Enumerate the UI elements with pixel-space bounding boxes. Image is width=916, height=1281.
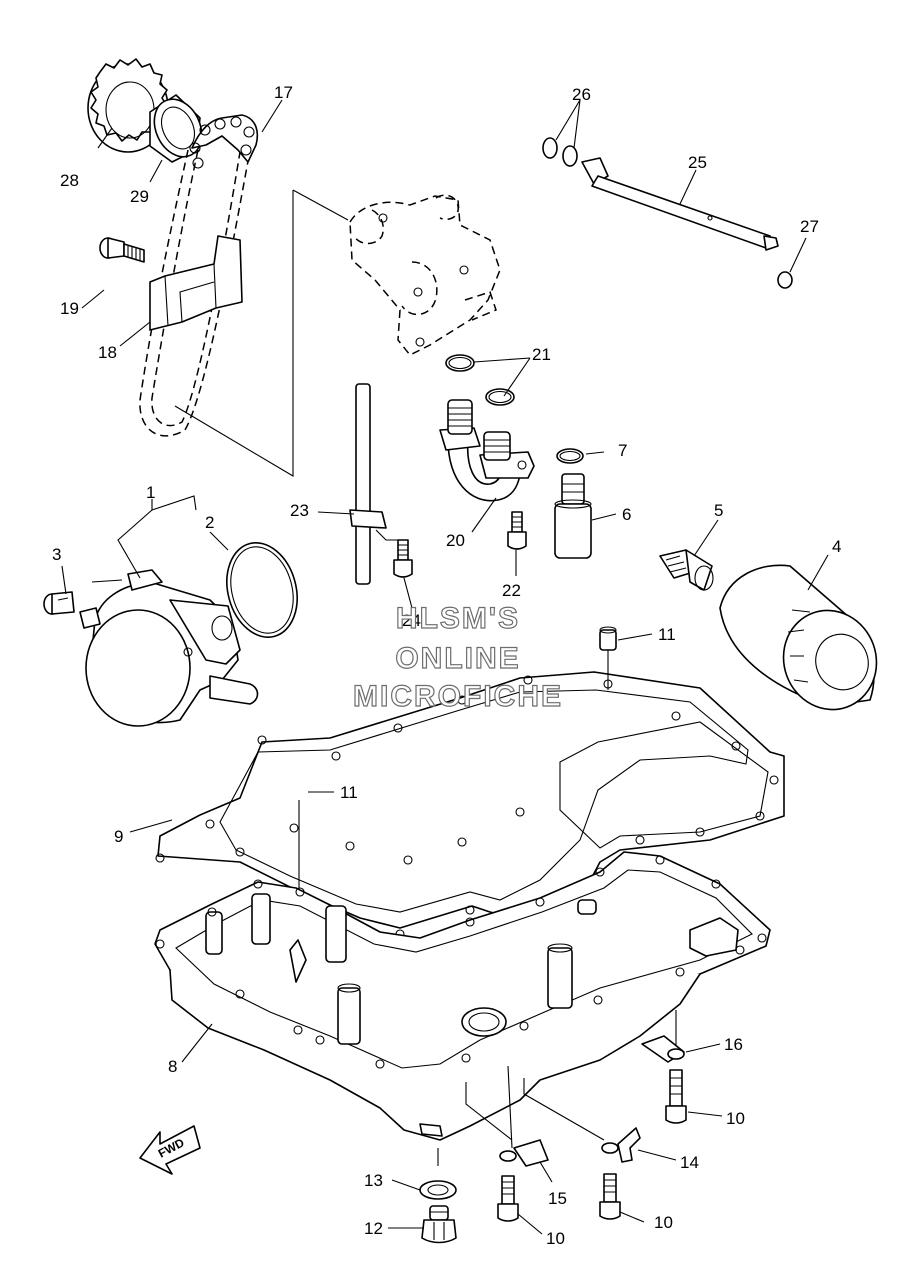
o-ring-21-lower [485,388,515,406]
callout-10-center: 10 [546,1229,565,1248]
callout-8: 8 [168,1057,177,1076]
callout-29: 29 [130,187,149,206]
oil-pump-drive-bearing-29 [149,94,203,163]
bolt-10-right [665,1069,687,1124]
o-ring-2 [226,542,298,638]
callout-13: 13 [364,1171,383,1190]
callout-18: 18 [98,343,117,362]
gasket-bolt-holes [155,675,779,939]
callout-6: 6 [622,505,631,524]
callout-20: 20 [446,531,465,550]
clamp-14 [601,1127,641,1163]
watermark-line-3: MICROFICHE [353,680,563,713]
oil-filter-element-4 [719,564,878,711]
watermark-line-2: ONLINE [395,642,520,675]
oil-pipe-20 [439,399,535,502]
callout-2: 2 [205,513,214,532]
oil-cooler-1 [79,569,259,727]
clamp-15 [499,1139,549,1167]
callout-27: 27 [800,217,819,236]
callout-11-lower: 11 [340,783,358,802]
callout-17: 17 [274,83,293,102]
bolt-24 [393,539,413,578]
o-ring-26-a [542,137,558,159]
leader-lines [61,99,829,1235]
dowel-pin-11-upper [599,626,617,651]
oil-level-gauge-23 [349,383,398,585]
forward-direction-arrow: FWD [139,1125,201,1175]
callout-3: 3 [52,545,61,564]
callout-19: 19 [60,299,79,318]
bolt-22 [507,511,527,550]
oil-delivery-pipe-25 [581,157,779,251]
callout-14: 14 [680,1153,699,1172]
callout-5: 5 [714,501,723,520]
callout-26: 26 [572,85,591,104]
union-bolt-5 [659,549,714,591]
o-ring-21-upper [445,354,475,372]
callout-10-lower-right: 10 [654,1213,673,1232]
oil-pan-8 [154,851,771,1141]
callout-7: 7 [618,441,627,460]
union-6 [554,473,592,559]
watermark-line-1: HLSM'S [396,602,520,635]
callout-1: 1 [146,483,155,502]
drain-bolt-12 [421,1205,457,1244]
callout-4: 4 [832,537,841,556]
callout-21: 21 [532,345,551,364]
oil-pump-assembly [174,189,501,477]
callout-22: 22 [502,581,521,600]
oil-pan-bolt-holes [155,855,767,1069]
callout-25: 25 [688,153,707,172]
chain-guide-bolt-19 [99,237,145,263]
callout-10-right: 10 [726,1109,745,1128]
callout-28: 28 [60,171,79,190]
drain-bolt-gasket-13 [419,1180,457,1200]
callout-24: 24 [402,611,421,630]
clamp-16 [641,1035,685,1063]
callout-11-upper: 11 [658,625,676,644]
oil-pan-gasket-9 [155,671,785,939]
bolt-10-center [497,1175,519,1222]
o-ring-26-b [562,145,578,167]
watermark: HLSM'S ONLINE MICROFICHE [352,601,563,713]
callout-12: 12 [364,1219,383,1238]
bolt-10-lower-right [599,1173,621,1220]
chain-guide-18 [149,235,243,331]
callout-23: 23 [290,501,309,520]
o-ring-7 [556,448,584,464]
callout-numbers: 1 2 3 4 5 6 7 8 9 10 10 10 11 11 12 13 1… [52,83,841,1248]
callout-9: 9 [114,827,123,846]
o-ring-27 [777,271,793,289]
callout-15: 15 [548,1189,567,1208]
callout-16: 16 [724,1035,743,1054]
